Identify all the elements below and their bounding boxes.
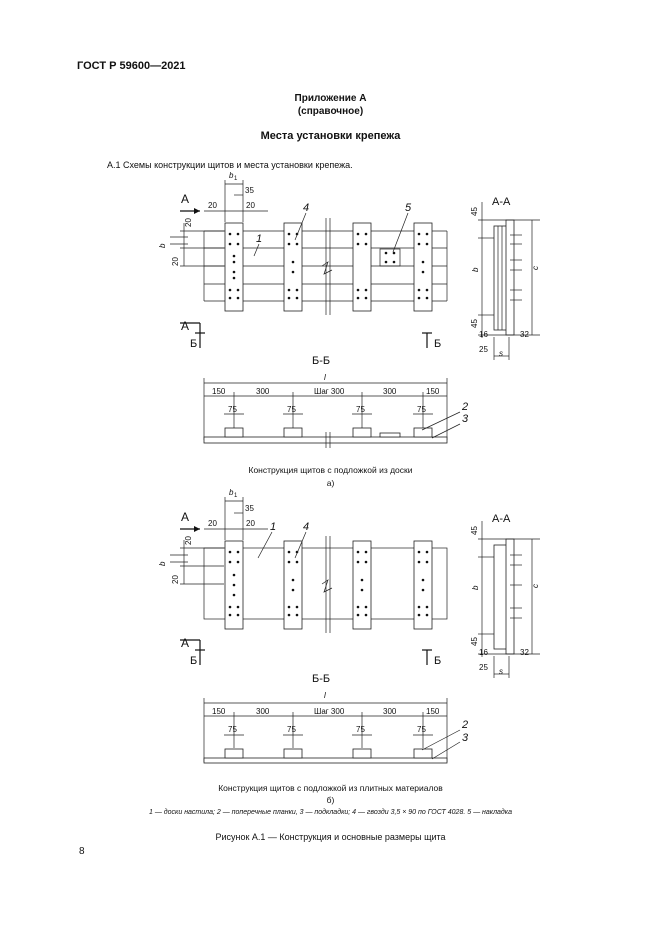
dim-45-bottom-a: 45 xyxy=(470,319,479,328)
dim-c-a: c xyxy=(531,266,540,270)
callout-4: 4 xyxy=(303,202,309,214)
dim-300-left-b: 300 xyxy=(256,707,270,716)
dim-20-vertical-bottom-b: 20 xyxy=(171,575,180,584)
section-b-left-label-b: Б xyxy=(190,655,197,667)
dim-300-left-a: 300 xyxy=(256,387,270,396)
dim-step-b: Шаг 300 xyxy=(314,707,345,716)
dim-b1-subscript: 1 xyxy=(234,176,238,182)
section-a-top-label: А xyxy=(181,192,189,206)
dim-300-right-a: 300 xyxy=(383,387,397,396)
dim-25-b: 25 xyxy=(479,663,488,672)
section-b-right-label-b: Б xyxy=(434,655,441,667)
dim-45-top-b: 45 xyxy=(470,526,479,535)
dim-75-3-b: 75 xyxy=(356,725,365,734)
figure-legend: 1 — доски настила; 2 — поперечные планки… xyxy=(149,809,512,816)
dim-s-b: s xyxy=(499,667,503,676)
standard-header: ГОСТ Р 59600—2021 xyxy=(77,60,186,72)
dim-35-label-b: 35 xyxy=(245,504,254,513)
dim-32-a: 32 xyxy=(520,330,529,339)
figure-b-caption: Конструкция щитов с подложкой из плитных… xyxy=(218,783,443,793)
dim-25-a: 25 xyxy=(479,345,488,354)
section-bb-title-a: Б-Б xyxy=(312,355,330,367)
intro-paragraph: А.1 Схемы конструкции щитов и места уста… xyxy=(107,160,353,170)
callout-1: 1 xyxy=(256,233,262,245)
section-bb-b xyxy=(203,698,461,764)
annex-subtitle: (справочное) xyxy=(297,106,364,117)
dim-20-vertical-top-b: 20 xyxy=(184,536,193,545)
section-a-bottom-label-b: А xyxy=(181,636,189,650)
dim-150-left-a: 150 xyxy=(212,387,226,396)
annex-title: Приложение А xyxy=(294,93,367,104)
dim-l-b: l xyxy=(324,691,326,700)
dim-b1-label-b: b xyxy=(229,488,234,497)
dim-150-right-b: 150 xyxy=(426,707,440,716)
dim-45-bottom-b: 45 xyxy=(470,637,479,646)
figure-a-label: а) xyxy=(326,478,335,488)
dim-b2-label: b xyxy=(158,243,167,248)
section-aa-b xyxy=(478,521,540,678)
dim-16-a: 16 xyxy=(479,330,488,339)
dim-20-right-label: 20 xyxy=(246,201,255,210)
dim-75-2-b: 75 xyxy=(287,725,296,734)
dim-b-b: b xyxy=(471,585,480,590)
section-a-top-label-b: А xyxy=(181,510,189,524)
dim-20-vertical-bottom: 20 xyxy=(171,257,180,266)
section-aa-title-a: А-А xyxy=(492,196,511,208)
section-aa-title-b: А-А xyxy=(492,513,511,525)
dim-75-4-b: 75 xyxy=(417,725,426,734)
dim-75-4-a: 75 xyxy=(417,405,426,414)
dim-s-a: s xyxy=(499,349,503,358)
dim-150-left-b: 150 xyxy=(212,707,226,716)
dim-l-a: l xyxy=(324,373,326,382)
dim-75-3-a: 75 xyxy=(356,405,365,414)
callout-1-b: 1 xyxy=(270,521,276,533)
dim-b-a: b xyxy=(471,267,480,272)
dim-75-1-b: 75 xyxy=(228,725,237,734)
dim-20-right-label-b: 20 xyxy=(246,519,255,528)
dim-20-vertical-top: 20 xyxy=(184,218,193,227)
figure-b-label: б) xyxy=(326,795,335,805)
section-aa-a xyxy=(478,202,540,360)
section-bb-title-b: Б-Б xyxy=(312,673,330,685)
dim-b1-subscript-b: 1 xyxy=(234,493,238,499)
section-bb-a xyxy=(203,378,461,448)
dim-300-right-b: 300 xyxy=(383,707,397,716)
dim-32-b: 32 xyxy=(520,648,529,657)
annex-heading: Места установки крепежа xyxy=(260,130,401,142)
section-b-left-label: Б xyxy=(190,338,197,350)
dim-b1-label: b xyxy=(229,171,234,180)
dim-b2-label-b: b xyxy=(158,561,167,566)
section-b-right-label: Б xyxy=(434,338,441,350)
callout-4-b: 4 xyxy=(303,521,309,533)
plan-view-b xyxy=(170,497,448,665)
callout-2-a: 2 xyxy=(461,401,468,413)
section-a-bottom-label: А xyxy=(181,319,189,333)
dim-20-left-label: 20 xyxy=(208,201,217,210)
dim-20-left-label-b: 20 xyxy=(208,519,217,528)
dim-35-label: 35 xyxy=(245,186,254,195)
page-number: 8 xyxy=(79,846,85,857)
plan-view-a xyxy=(170,180,448,348)
figure-a-caption: Конструкция щитов с подложкой из доски xyxy=(248,465,413,475)
callout-5: 5 xyxy=(405,202,412,214)
dim-75-2-a: 75 xyxy=(287,405,296,414)
dim-step-a: Шаг 300 xyxy=(314,387,345,396)
dim-150-right-a: 150 xyxy=(426,387,440,396)
callout-2-b: 2 xyxy=(461,719,468,731)
dim-75-1-a: 75 xyxy=(228,405,237,414)
figure-caption: Рисунок А.1 — Конструкция и основные раз… xyxy=(215,832,446,842)
dim-16-b: 16 xyxy=(479,648,488,657)
dim-45-top-a: 45 xyxy=(470,207,479,216)
dim-c-b: c xyxy=(531,584,540,588)
callout-3-b: 3 xyxy=(462,732,469,744)
callout-3-a: 3 xyxy=(462,413,469,425)
